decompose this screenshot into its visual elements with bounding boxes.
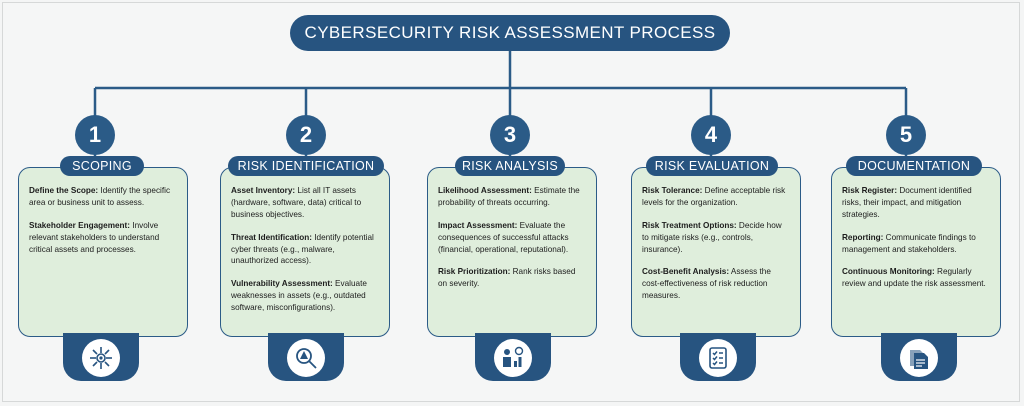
card-item: Asset Inventory: List all IT assets (har… bbox=[231, 186, 362, 219]
card-item: Threat Identification: Identify potentia… bbox=[231, 232, 374, 266]
step-heading-scoping: SCOPING bbox=[60, 156, 144, 176]
card-item: Risk Tolerance: Define acceptable risk l… bbox=[642, 186, 786, 207]
magnifier-warning-icon bbox=[287, 339, 325, 377]
documents-icon bbox=[900, 339, 938, 377]
step-heading-documentation: DOCUMENTATION bbox=[846, 156, 982, 176]
card-item: Reporting: Communicate findings to manag… bbox=[842, 232, 976, 254]
network-target-icon bbox=[82, 339, 120, 377]
card-item: Continuous Monitoring: Regularly review … bbox=[842, 267, 986, 289]
step-number-3: 3 bbox=[490, 115, 530, 155]
step-card-risk-identification: Asset Inventory: List all IT assets (har… bbox=[220, 167, 390, 337]
step-number-2: 2 bbox=[286, 115, 326, 155]
card-item: Vulnerability Assessment: Evaluate weakn… bbox=[231, 279, 367, 313]
card-item: Likelihood Assessment: Estimate the prob… bbox=[438, 186, 580, 207]
step-number-5: 5 bbox=[886, 115, 926, 155]
step-card-risk-analysis: Likelihood Assessment: Estimate the prob… bbox=[427, 167, 597, 337]
card-item: Define the Scope: Identify the specific … bbox=[29, 186, 171, 207]
diagram-title: CYBERSECURITY RISK ASSESSMENT PROCESS bbox=[290, 15, 730, 51]
card-item: Risk Treatment Options: Decide how to mi… bbox=[642, 220, 782, 254]
checklist-icon bbox=[699, 339, 737, 377]
step-card-scoping: Define the Scope: Identify the specific … bbox=[18, 167, 188, 337]
card-item: Stakeholder Engagement: Involve relevant… bbox=[29, 220, 160, 254]
step-number-4: 4 bbox=[691, 115, 731, 155]
step-number-1: 1 bbox=[75, 115, 115, 155]
card-item: Risk Prioritization: Rank risks based on… bbox=[438, 267, 576, 289]
step-heading-risk-evaluation: RISK EVALUATION bbox=[646, 156, 778, 176]
step-card-risk-evaluation: Risk Tolerance: Define acceptable risk l… bbox=[631, 167, 801, 337]
card-item: Impact Assessment: Evaluate the conseque… bbox=[438, 220, 569, 254]
step-card-documentation: Risk Register: Document identified risks… bbox=[831, 167, 1001, 337]
step-heading-risk-analysis: RISK ANALYSIS bbox=[455, 156, 565, 176]
card-item: Risk Register: Document identified risks… bbox=[842, 186, 972, 219]
step-heading-risk-identification: RISK IDENTIFICATION bbox=[228, 156, 384, 176]
analyst-chart-icon bbox=[494, 339, 532, 377]
card-item: Cost-Benefit Analysis: Assess the cost-e… bbox=[642, 267, 771, 301]
